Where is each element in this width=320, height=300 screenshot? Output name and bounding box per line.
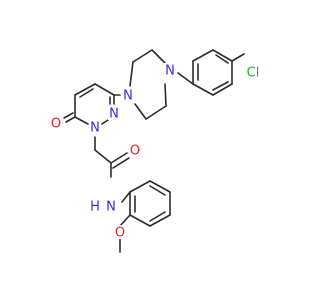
bond-double-inner <box>149 185 166 196</box>
bond <box>121 191 131 203</box>
atom-label-chlorine: Cl <box>247 66 260 81</box>
bond <box>74 116 89 125</box>
molecule-structure: N N N N O O H N Cl O <box>49 49 263 253</box>
bond <box>74 83 96 96</box>
bond <box>151 49 166 64</box>
bond <box>132 49 153 63</box>
bond <box>134 103 147 120</box>
bond <box>65 116 76 123</box>
atom-label-oxygen: O <box>130 144 140 159</box>
atom-label-layer: N N N N O O H N Cl O <box>49 63 263 241</box>
atom-label-nitrogen: N <box>90 121 100 136</box>
atom-label-hydrogen: H <box>90 200 100 215</box>
atom-label-nitrogen: N <box>165 64 175 79</box>
bond <box>164 83 167 107</box>
bond-double-inner <box>212 81 229 91</box>
atom-label-nitrogen: N <box>123 89 133 104</box>
bond-layer <box>63 49 245 253</box>
bond-double-inner <box>149 211 166 222</box>
bond-double-inner <box>112 157 130 169</box>
bond <box>145 105 167 120</box>
bond <box>110 152 128 164</box>
atom-label-nitrogen: N <box>106 200 116 215</box>
bond <box>192 83 214 96</box>
bond <box>212 83 233 96</box>
bond <box>94 83 115 96</box>
bond-double-inner <box>79 88 94 98</box>
bond <box>177 72 194 85</box>
bond-double-inner <box>215 54 229 64</box>
bond <box>129 214 151 227</box>
bond <box>101 119 109 125</box>
bond <box>94 149 112 164</box>
bond <box>212 49 233 62</box>
atom-label-oxygen: O <box>115 226 125 241</box>
atom-label-oxygen: O <box>51 117 61 132</box>
atom-label-nitrogen: N <box>109 107 119 122</box>
bond <box>231 53 245 62</box>
bond <box>192 49 214 62</box>
bond <box>129 180 151 193</box>
bond <box>119 214 131 227</box>
bond-double-inner <box>63 112 74 119</box>
bond <box>129 61 134 87</box>
bond <box>149 214 171 227</box>
bond <box>149 180 171 193</box>
